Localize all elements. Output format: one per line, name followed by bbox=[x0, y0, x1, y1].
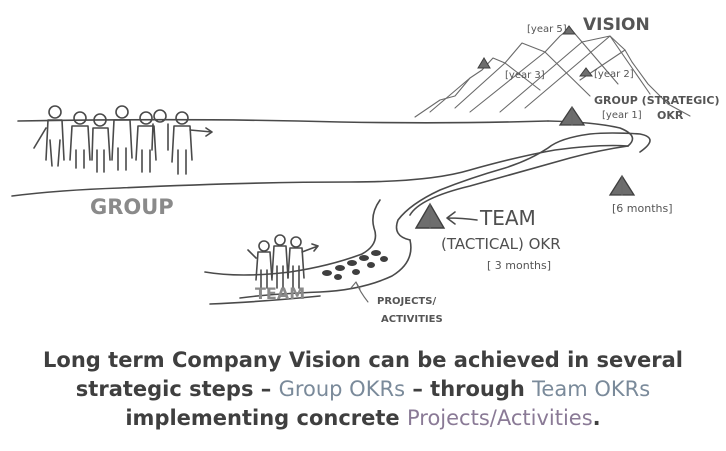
caption-text: – through bbox=[405, 377, 533, 401]
group-okr-label: OKR bbox=[657, 109, 684, 122]
mountain-ridge-4 bbox=[499, 41, 619, 113]
flag-year5 bbox=[562, 25, 576, 35]
mountain-ridge-2 bbox=[454, 62, 541, 109]
year1-label: [year 1] bbox=[602, 110, 642, 121]
river-inner-bank bbox=[409, 145, 629, 216]
footprints bbox=[322, 250, 388, 280]
group-strategic-label: GROUP (STRATEGIC) bbox=[594, 94, 720, 107]
group-label: GROUP bbox=[90, 195, 174, 219]
six-months-label: [6 months] bbox=[612, 202, 673, 215]
caption-line-3: implementing concrete Projects/Activitie… bbox=[0, 404, 726, 433]
caption-text: . bbox=[592, 406, 601, 430]
caption-text: implementing concrete bbox=[125, 406, 407, 430]
activities-label: ACTIVITIES bbox=[381, 314, 443, 325]
vision-label: VISION bbox=[583, 15, 650, 35]
caption: Long term Company Vision can be achieved… bbox=[0, 346, 726, 433]
horizon-line bbox=[17, 118, 549, 124]
path-inner-bank bbox=[239, 239, 412, 299]
tactical-okr-label: (TACTICAL) OKR bbox=[441, 235, 561, 253]
year5-label: [year 5] bbox=[527, 24, 567, 35]
team-okr-title: TEAM bbox=[480, 206, 536, 230]
river-lower-bank bbox=[395, 132, 651, 241]
mountain-ridge-1 bbox=[429, 77, 471, 113]
flag-year3 bbox=[477, 57, 491, 69]
team-label: TEAM bbox=[255, 284, 306, 303]
caption-group-okrs: Group OKRs bbox=[278, 377, 406, 401]
flag-year2 bbox=[579, 67, 593, 77]
group-people bbox=[33, 105, 213, 175]
three-months-label: [ 3 months] bbox=[487, 259, 552, 272]
caption-text: strategic steps – bbox=[75, 377, 279, 401]
year2-label: [year 2] bbox=[594, 69, 634, 80]
mountain-ridge-3 bbox=[469, 51, 591, 113]
team-arrow bbox=[446, 211, 478, 225]
team-people bbox=[247, 234, 319, 289]
caption-projects-activities: Projects/Activities bbox=[406, 406, 593, 430]
mountain-ridge-5 bbox=[524, 35, 651, 109]
projects-label: PROJECTS/ bbox=[377, 296, 437, 307]
team-ground bbox=[209, 295, 321, 305]
projects-arrow bbox=[350, 281, 369, 303]
group-land-edge bbox=[11, 144, 629, 197]
mountain-range bbox=[414, 27, 691, 118]
flags bbox=[414, 25, 636, 229]
year3-label: [year 3] bbox=[505, 70, 545, 81]
caption-line-1: Long term Company Vision can be achieved… bbox=[43, 348, 683, 372]
path-outer-bank bbox=[204, 199, 381, 276]
caption-team-okrs: Team OKRs bbox=[532, 377, 651, 401]
caption-line-2: strategic steps – Group OKRs – through T… bbox=[0, 375, 726, 404]
